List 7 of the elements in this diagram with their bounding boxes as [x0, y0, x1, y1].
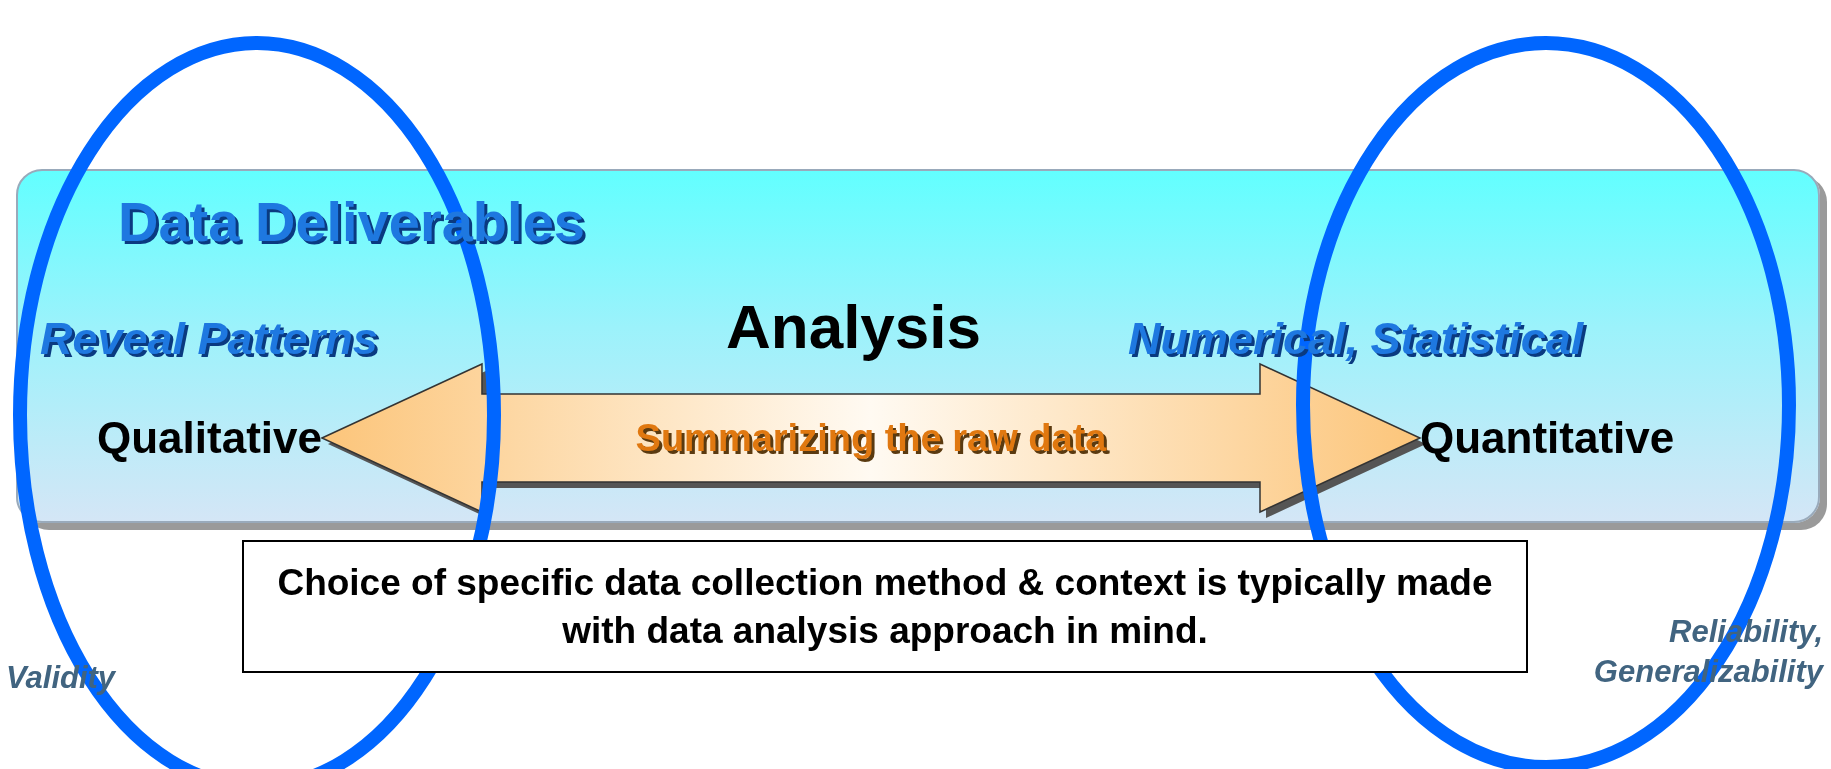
edge-label: Summarizing the raw data	[635, 416, 1107, 460]
term-label: Qualitative	[97, 414, 322, 462]
double-arrow	[320, 362, 1426, 518]
term-label: Quantitative	[1420, 414, 1675, 462]
band-text: Reveal Patterns	[40, 313, 378, 365]
band-text: Analysis	[726, 291, 982, 362]
note-box: Choice of specific data collection method & context is typically made with data analysis approach in mind.	[242, 540, 1528, 673]
